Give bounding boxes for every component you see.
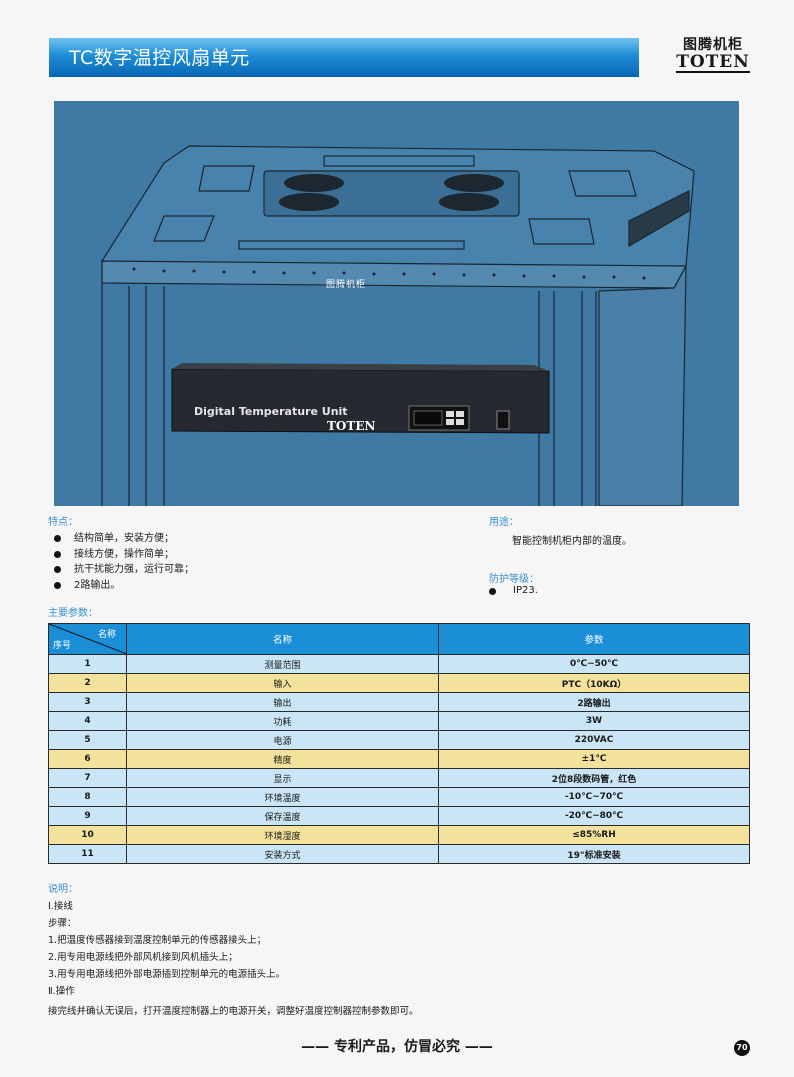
list-item: 结构简单，安装方便； [54,531,194,547]
row-number: 8 [48,787,127,807]
row-value: 19"标准安装 [438,844,750,864]
row-value: 3W [438,711,750,731]
row-name: 安装方式 [126,844,439,864]
note-line: Ⅱ.操作 [48,986,75,997]
header-corner-top: 名称 [97,630,116,640]
row-name: 输出 [126,692,439,712]
row-name: 测量范围 [126,654,439,674]
unit-label: Digital Temperature Unit [194,405,348,418]
list-item: 接线方便，操作简单； [54,547,194,563]
note-line: 3.用专用电源线把外部电源插到控制单元的电源插头上。 [48,969,286,980]
note-line: 接完线并确认无误后，打开温度控制器上的电源开关，调整好温度控制器控制参数即可。 [48,1006,419,1017]
row-name: 环境湿度 [126,825,439,845]
row-number: 5 [48,730,127,750]
row-value: PTC（10KΩ） [438,673,750,693]
header-name: 名称 [126,623,439,655]
logo-en: TOTEN [676,52,750,73]
row-name: 显示 [126,768,439,788]
page-number: 70 [734,1040,750,1056]
usage-label: 用途： [489,517,519,528]
row-number: 4 [48,711,127,731]
row-number: 1 [48,654,127,674]
row-number: 9 [48,806,127,826]
cabinet-illustration [101,145,695,506]
note-line: 2.用专用电源线把外部风机接到风机插头上； [48,952,238,963]
row-value: 220VAC [438,730,750,750]
notes-section: 说明： Ⅰ.接线 步骤： 1.把温度传感器接到温度控制单元的传感器接头上； 2.… [48,884,419,1020]
page-title: TC数字温控风扇单元 [69,47,250,69]
row-number: 11 [48,844,127,864]
row-value: 2路输出 [438,692,750,712]
row-name: 电源 [126,730,439,750]
row-name: 功耗 [126,711,439,731]
row-number: 2 [48,673,127,693]
row-value: ±1℃ [438,749,750,769]
row-value: 0℃~50℃ [438,654,750,674]
header-corner: 名称 序号 [48,623,127,655]
features-label: 特点： [48,517,78,528]
note-line: Ⅰ.接线 [48,901,73,912]
row-name: 环境温度 [126,787,439,807]
product-photo: 图腾机柜 Digital Temperature Unit TOTEN [54,101,739,506]
note-line: 步骤： [48,918,77,929]
protection-text: IP23. [489,585,538,596]
header-value: 参数 [438,623,750,655]
row-number: 6 [48,749,127,769]
note-line: 1.把温度传感器接到温度控制单元的传感器接头上； [48,935,267,946]
usage-text: 智能控制机柜内部的温度。 [512,536,632,547]
row-number: 7 [48,768,127,788]
page-title-bar: TC数字温控风扇单元 [49,38,639,77]
row-value: 2位8段数码管，红色 [438,768,750,788]
notes-label: 说明： [48,884,78,895]
features-list: 结构简单，安装方便； 接线方便，操作简单； 抗干扰能力强，运行可靠； 2路输出。 [54,531,194,593]
row-value: -20℃~80℃ [438,806,750,826]
row-value: -10℃~70℃ [438,787,750,807]
footer-slogan: —— 专利产品，仿冒必究 —— [301,1039,493,1055]
logo-cn: 图腾机柜 [683,37,743,53]
row-name: 精度 [126,749,439,769]
brand-logo: 图腾机柜 TOTEN [676,37,750,73]
row-number: 3 [48,692,127,712]
list-item: 抗干扰能力强，运行可靠； [54,562,194,578]
diagonal-line [49,624,127,654]
cabinet-label: 图腾机柜 [326,280,367,290]
list-item: 2路输出。 [54,578,194,594]
row-name: 输入 [126,673,439,693]
row-value: ≤85%RH [438,825,750,845]
row-number: 10 [48,825,127,845]
row-name: 保存温度 [126,806,439,826]
params-label: 主要参数： [48,608,98,619]
unit-brand: TOTEN [327,419,376,433]
header-corner-bottom: 序号 [53,641,72,651]
protection-label: 防护等级： [489,574,539,585]
